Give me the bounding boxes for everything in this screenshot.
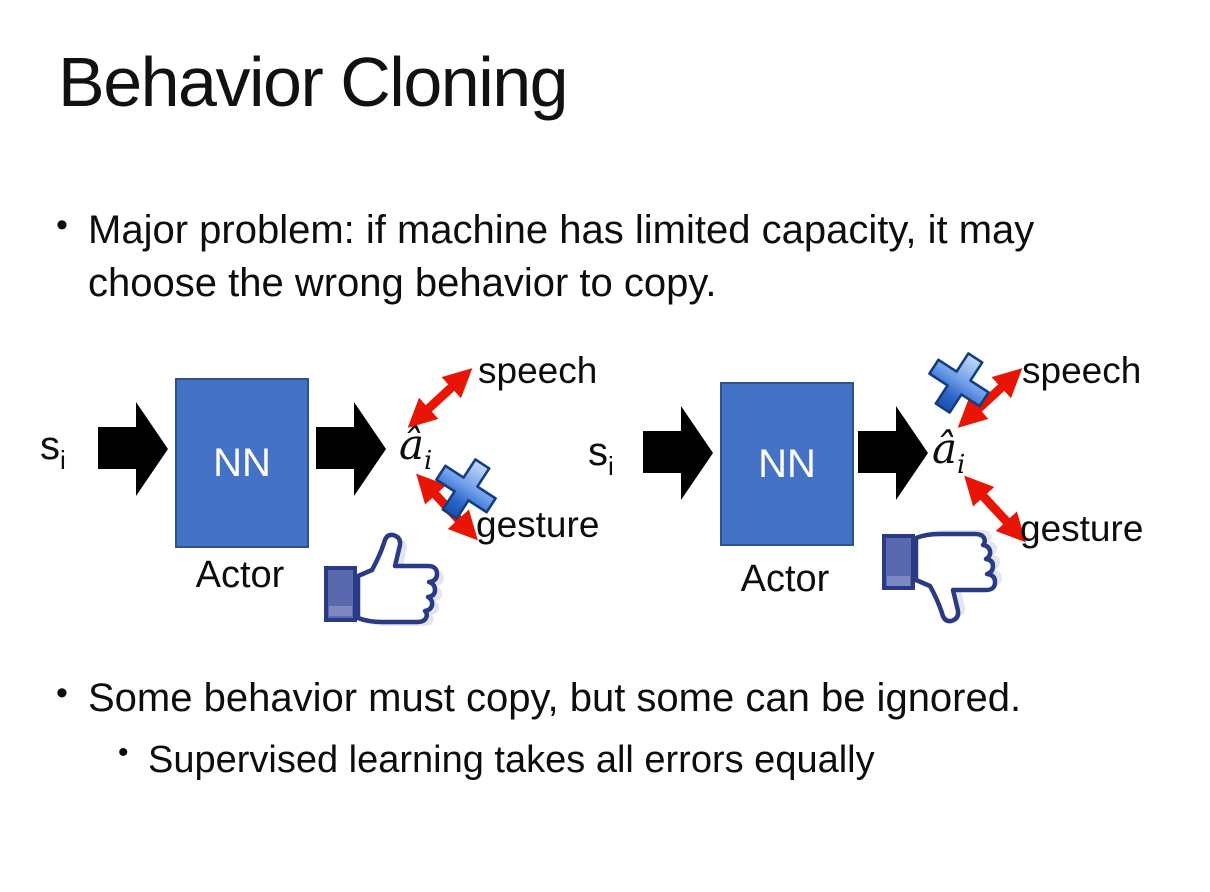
bullet-major-problem: Major problem: if machine has limited ca… [88,208,1035,305]
nn-box: NN [175,378,309,548]
slide-title: Behavior Cloning [58,43,569,121]
gesture-label: gesture [1020,508,1144,549]
bullet-dot: • [56,674,68,712]
bullet-supervised: Supervised learning takes all errors equ… [148,739,875,781]
bullet-dot: • [56,206,68,244]
red-double-arrow-icon [957,368,1023,428]
diagram-actor-right: si NN âi speech [545,340,1165,650]
diagram-actor-left: si NN âi speech [0,340,620,650]
block-arrow-icon [643,406,713,500]
thumbs-up-icon [324,532,444,626]
nn-box-label: NN [213,440,271,485]
diagram-layer: si NN âi speech [0,340,1210,650]
blue-cross-icon [928,352,990,414]
bullet-dot: • [118,736,129,769]
actor-caption: Actor [740,558,830,600]
actor-caption: Actor [195,554,285,596]
output-action-label: âi [399,420,433,476]
nn-box-label: NN [758,441,816,486]
input-state-label: si [588,430,614,481]
block-arrow-icon [98,402,168,496]
bullet-some-behavior: Some behavior must copy, but some can be… [88,676,1022,720]
nn-box: NN [720,382,854,546]
blue-cross-icon [435,458,497,520]
speech-label: speech [478,350,598,391]
gesture-label: gesture [476,504,600,545]
red-double-arrow-icon [964,475,1026,543]
output-action-label: âi [932,424,966,480]
block-arrow-icon [316,402,386,496]
red-double-arrow-icon [407,368,473,428]
speech-label: speech [1022,350,1142,391]
block-arrow-icon [858,406,928,500]
input-state-label: si [40,424,66,475]
